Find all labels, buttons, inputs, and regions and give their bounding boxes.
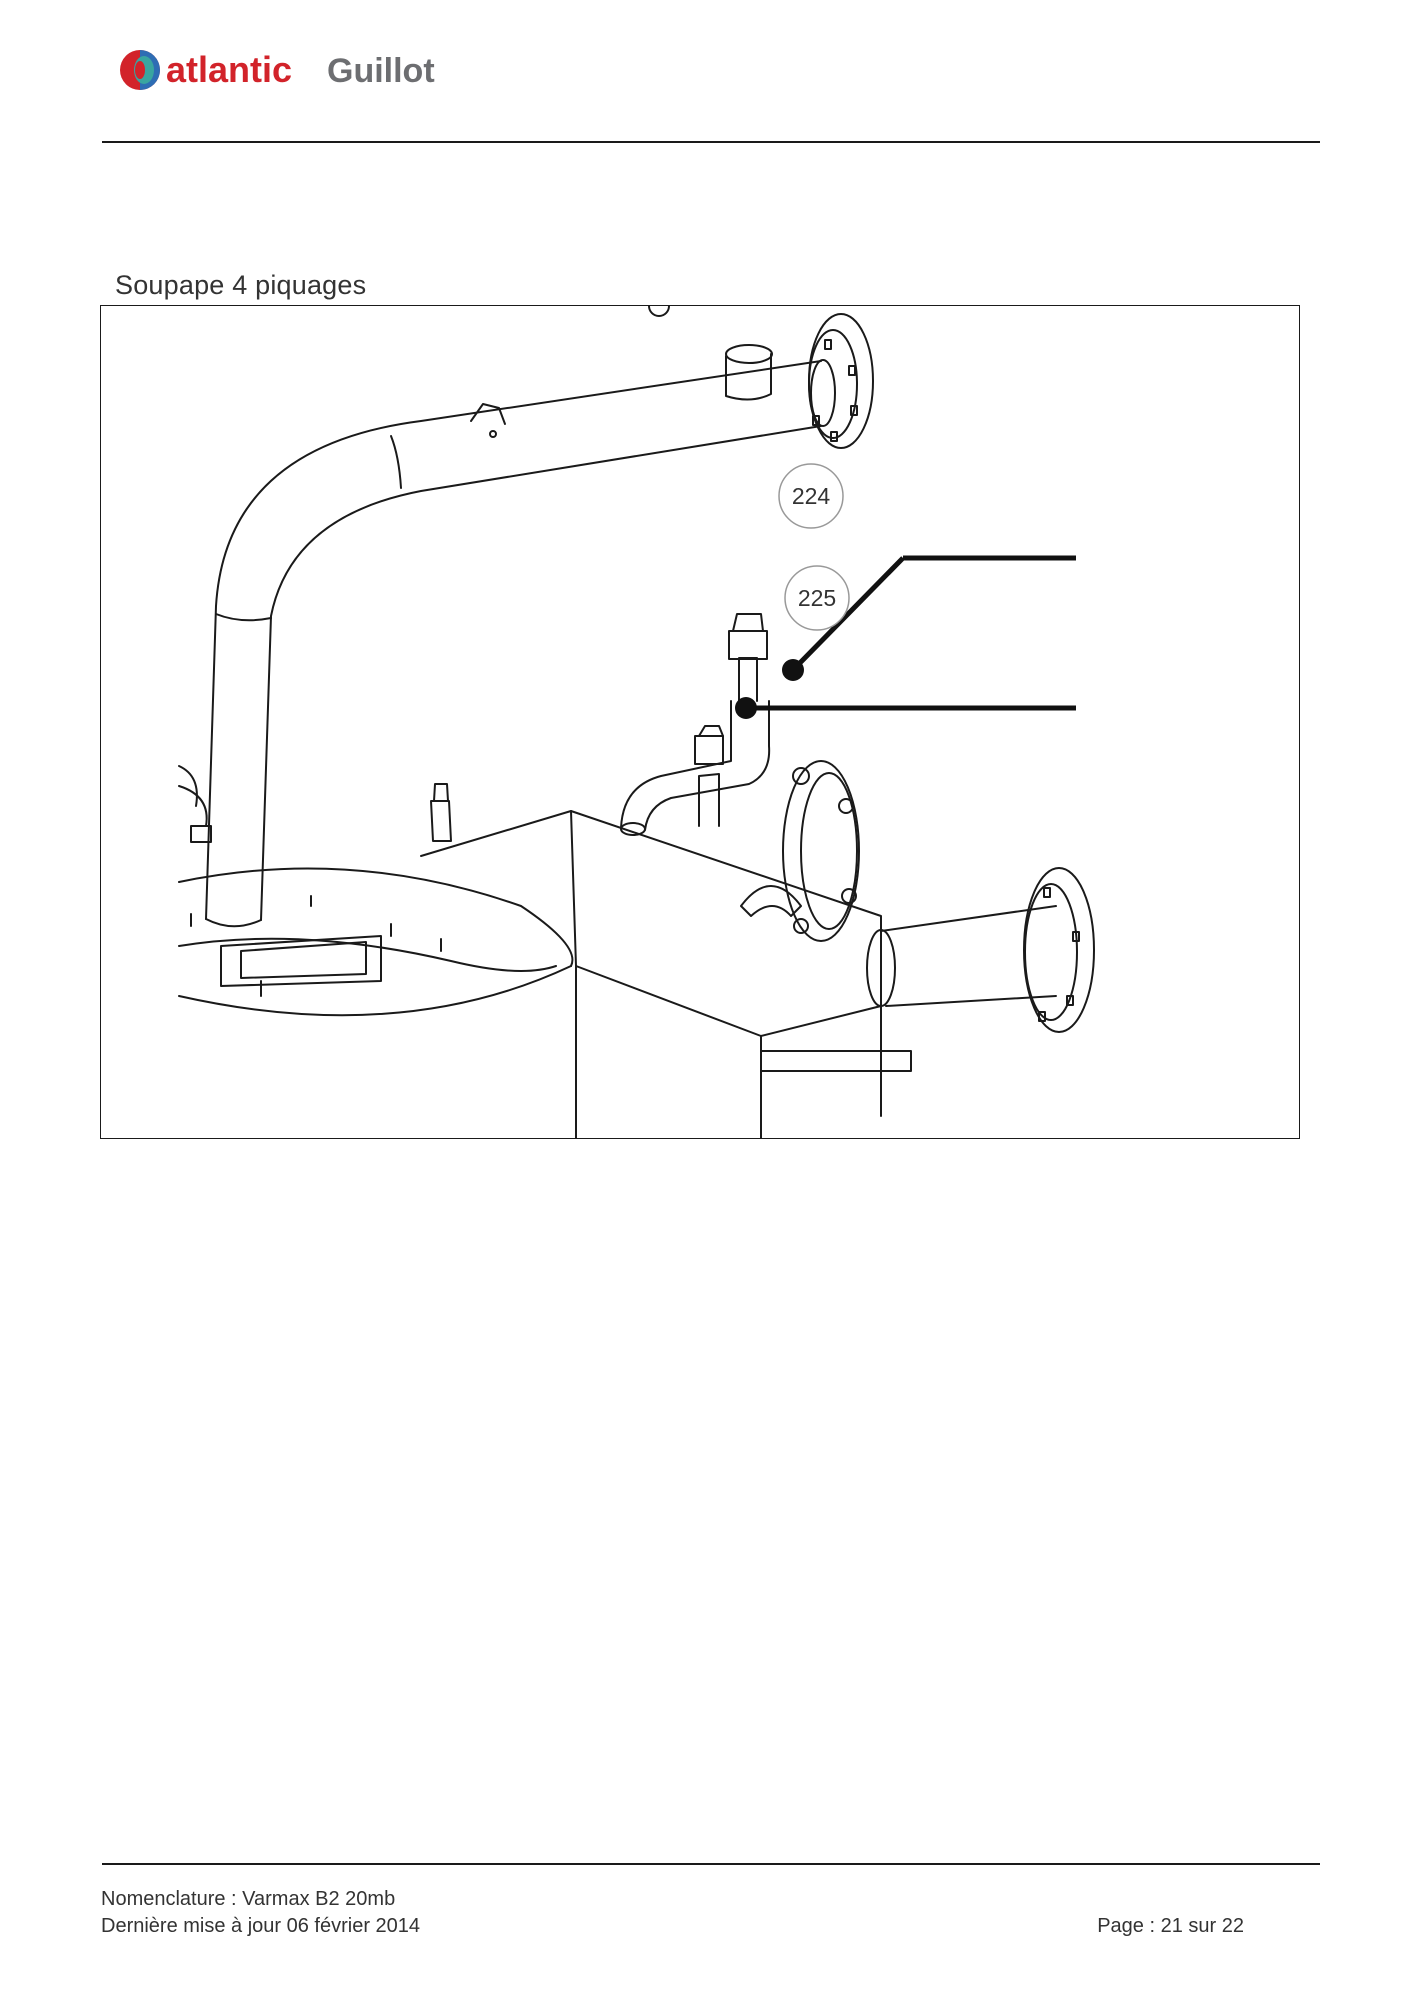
brand-wordmark-secondary: Guillot [327,52,435,90]
footer-last-update: Dernière mise à jour 06 février 2014 [101,1915,421,1937]
technical-drawing: 224 225 [178,306,1095,1138]
lower-pipe [866,867,1095,1033]
upper-exhaust-pipe [205,344,836,928]
callout-224-number: 224 [792,483,831,509]
callout-225: 225 [735,555,1076,719]
tank-body [420,306,912,1138]
page-number: Page : 21 sur 22 [1097,1915,1244,1937]
safety-valve-assembly [620,613,771,836]
burner-head [782,760,860,942]
upper-flange [808,313,874,449]
header-divider [102,141,1320,143]
footer-divider [102,1863,1320,1865]
exploded-view-figure: 224 225 [100,305,1300,1139]
section-title: Soupape 4 piquages [115,270,367,300]
boiler-top-plate [178,783,574,1017]
brand-logo: atlantic Guillot [118,42,498,98]
callout-224: 224 [778,463,844,529]
footer-nomenclature: Nomenclature : Varmax B2 20mb [101,1888,396,1910]
callout-225-number: 225 [798,585,836,611]
wiring-bundle [178,765,212,843]
brand-wordmark-primary: atlantic [166,49,292,90]
logo-mark-icon [120,50,160,90]
